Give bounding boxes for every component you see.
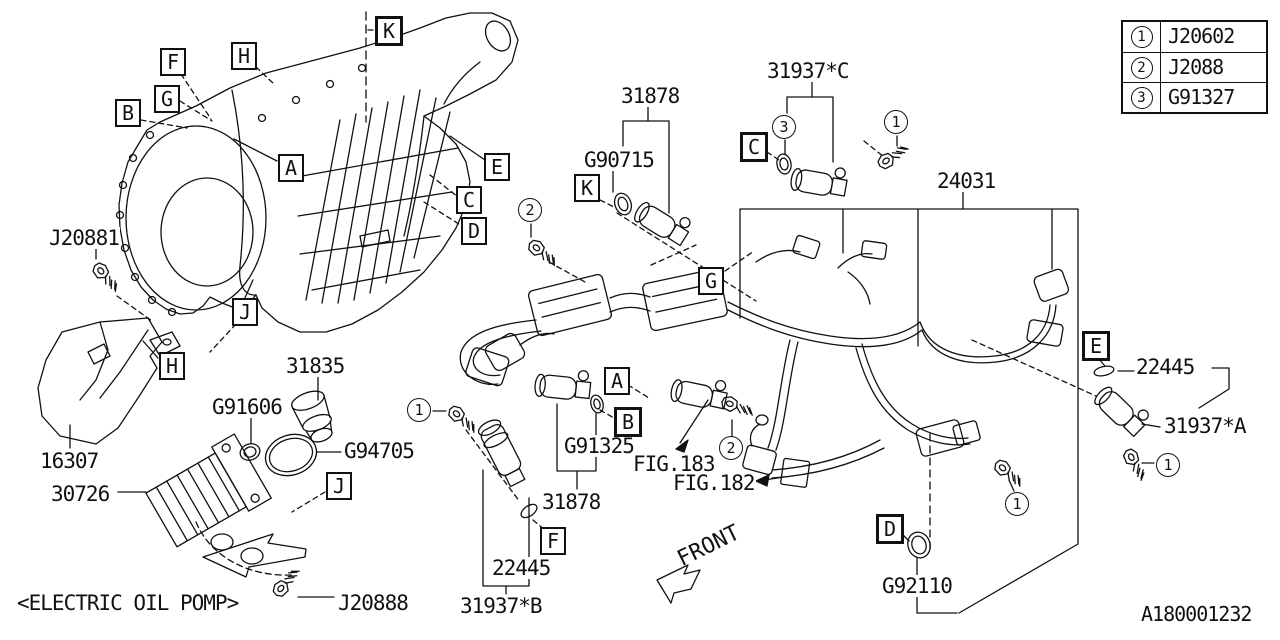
- callout-box-j2: J: [326, 472, 352, 500]
- harness-coils: [459, 234, 888, 387]
- callout-box-f1: F: [160, 48, 186, 76]
- part-label-16307: 16307: [39, 449, 99, 473]
- legend-num-2: 2: [1130, 56, 1153, 79]
- figure-arrows: [656, 399, 785, 604]
- part-label-31835: 31835: [285, 354, 345, 378]
- part-label-31937b: 31937*B: [459, 594, 543, 618]
- part-label-30726: 30726: [50, 482, 110, 506]
- part-label-31878-mid: 31878: [541, 490, 601, 514]
- callout-box-e1: E: [484, 153, 510, 181]
- oil-filler-cap: [291, 390, 333, 443]
- part-label-31937c: 31937*C: [766, 59, 850, 83]
- legend-table: 1 J20602 2 J2088 3 G91327: [1121, 20, 1268, 114]
- callout-num-1a: 1: [884, 110, 908, 134]
- callout-box-c2: C: [740, 132, 768, 162]
- callout-box-a1: A: [278, 154, 304, 182]
- legend-num-1: 1: [1130, 26, 1153, 48]
- part-label-j20881: J20881: [48, 226, 120, 250]
- callout-box-e2: E: [1082, 331, 1110, 361]
- figure-ref-182: FIG.182: [672, 471, 756, 495]
- caption-electric-oil-pump: <ELECTRIC OIL POMP>: [16, 591, 239, 615]
- harness-right: [727, 268, 1070, 488]
- callout-box-c1: C: [456, 186, 482, 214]
- callout-box-j1: J: [232, 298, 258, 326]
- callout-box-g2: G: [698, 267, 724, 295]
- knock-sensor: [477, 419, 526, 488]
- part-label-g94705: G94705: [343, 439, 415, 463]
- callout-box-b2: B: [614, 407, 642, 437]
- callout-num-2b: 2: [719, 436, 743, 460]
- callout-box-g1: G: [154, 85, 180, 113]
- callout-box-b1: B: [115, 99, 141, 127]
- part-label-22445-mid: 22445: [491, 556, 551, 580]
- part-label-g91325: G91325: [563, 434, 635, 458]
- part-label-g91606: G91606: [211, 395, 283, 419]
- part-label-24031: 24031: [936, 169, 996, 193]
- callout-box-k1: K: [375, 16, 403, 46]
- legend-row: 3 G91327: [1123, 82, 1266, 112]
- front-arrow: [656, 564, 701, 604]
- leader-lines-dashed: [116, 11, 1097, 555]
- part-label-31878-top: 31878: [620, 84, 680, 108]
- heat-shield: [37, 317, 181, 445]
- callout-box-h2: H: [159, 352, 185, 380]
- part-label-g92110: G92110: [881, 574, 953, 598]
- callout-box-h1: H: [231, 42, 257, 70]
- callout-num-1c: 1: [1005, 492, 1029, 516]
- figure-ref-183: FIG.183: [632, 452, 716, 476]
- pump-pointer-arrow: [202, 533, 307, 578]
- legend-part-2: J2088: [1168, 55, 1224, 79]
- callout-box-k2: K: [574, 174, 600, 202]
- callout-box-d1: D: [461, 217, 487, 245]
- legend-row: 1 J20602: [1123, 22, 1266, 52]
- part-label-g90715: G90715: [583, 148, 655, 172]
- callout-num-3a: 3: [772, 115, 796, 139]
- legend-num-3: 3: [1130, 86, 1153, 109]
- part-label-22445-right: 22445: [1135, 355, 1195, 379]
- diagram-id: A180001232: [1140, 602, 1252, 626]
- leader-lines-solid: [69, 81, 1230, 614]
- transmission-case: [115, 12, 519, 333]
- callout-box-d2: D: [876, 514, 904, 544]
- callout-box-a2: A: [604, 367, 630, 395]
- legend-part-3: G91327: [1168, 85, 1235, 109]
- legend-row: 2 J2088: [1123, 52, 1266, 82]
- oil-pump: [145, 390, 333, 578]
- sensors: [477, 153, 1154, 559]
- callout-num-2a: 2: [518, 198, 542, 222]
- part-label-j20888: J20888: [337, 591, 409, 615]
- callout-box-f2: F: [540, 527, 566, 555]
- callout-num-1d: 1: [1156, 453, 1180, 477]
- part-label-31937a: 31937*A: [1163, 414, 1247, 438]
- callout-num-1b: 1: [407, 398, 431, 422]
- legend-part-1: J20602: [1168, 24, 1235, 48]
